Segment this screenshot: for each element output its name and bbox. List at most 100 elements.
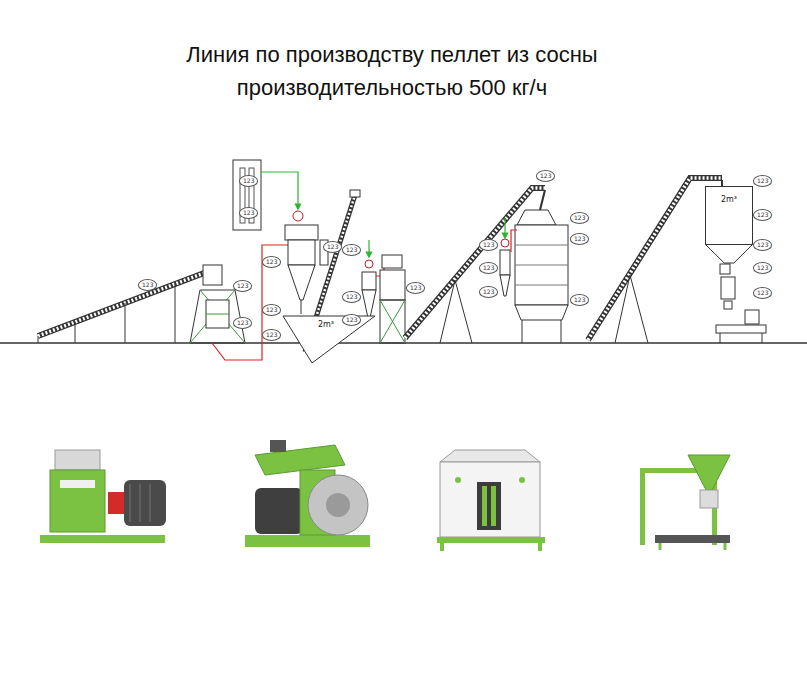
- feed-signal-line: [368, 240, 369, 255]
- cooler-body: [515, 225, 568, 305]
- elevator-hatch: [588, 178, 722, 340]
- callout-number: 123: [342, 291, 361, 303]
- callout-number: 123: [262, 329, 281, 341]
- feeder-motor: [270, 440, 286, 452]
- elevator-chute: [721, 180, 723, 187]
- machine-leg: [440, 543, 444, 551]
- machine-leg: [538, 543, 542, 551]
- control-cabinet: [233, 160, 261, 230]
- small-cyclone: [500, 250, 510, 275]
- callout-number: 123: [479, 286, 498, 298]
- sight-dot: [455, 477, 461, 483]
- silo-cylinder: [706, 187, 753, 245]
- hammer-mill-photo: [40, 450, 166, 543]
- storage-hopper: 2m³: [283, 312, 375, 364]
- frame-post: [640, 470, 645, 545]
- callout-number: 123: [570, 212, 589, 224]
- bag-conveyor: [716, 325, 766, 333]
- cooler-bottom: [515, 305, 568, 320]
- machine-base: [437, 537, 545, 543]
- mill-detail: [206, 314, 229, 315]
- silo-valve: [720, 264, 730, 274]
- belt-conveyor: [38, 270, 212, 343]
- motor-fin: [130, 484, 131, 522]
- cooler-line: [515, 245, 568, 246]
- cooler-line: [515, 265, 568, 266]
- bucket-elevator: [588, 178, 722, 343]
- mill-body: [380, 270, 405, 300]
- frame-brace: [190, 290, 235, 343]
- mill-tower: [380, 300, 405, 343]
- mill-inlet: [203, 265, 222, 285]
- sight-dot: [519, 477, 525, 483]
- motor-fin: [150, 484, 151, 522]
- callout-number: 123: [479, 262, 498, 274]
- support-leg: [455, 280, 472, 343]
- feed-signal-line: [261, 172, 298, 207]
- callout-number: 123: [753, 287, 772, 299]
- cooler-line: [515, 285, 568, 286]
- callout-number: 123: [233, 317, 252, 329]
- cooler-window: [477, 482, 501, 530]
- fan: [293, 211, 303, 221]
- cyclone-body: [288, 240, 315, 265]
- cooler-top: [440, 450, 540, 462]
- air-pipe: [212, 245, 290, 360]
- packing-scale: [716, 264, 766, 343]
- cooler-top: [517, 210, 556, 225]
- window-bar: [482, 486, 487, 526]
- mill-plate: [60, 480, 95, 488]
- conveyor-leg: [38, 336, 39, 343]
- conveyor-leg: [720, 333, 721, 343]
- cooler-body: [440, 462, 540, 537]
- cooler-leg: [522, 320, 523, 343]
- callout-number: 123: [233, 280, 252, 292]
- motor-fin: [140, 484, 141, 522]
- mill-body: [50, 470, 105, 532]
- conveyor-leg: [75, 322, 76, 343]
- conveyor-leg: [659, 543, 662, 550]
- small-cyclone-cone: [362, 290, 376, 318]
- support-leg: [630, 275, 648, 343]
- air-pipe: [511, 230, 517, 252]
- funnel-shape: [283, 316, 375, 363]
- screw-head: [350, 190, 360, 197]
- callout-number: 123: [262, 256, 281, 268]
- conveyor-leg: [724, 543, 727, 550]
- small-cyclone-cone: [500, 275, 510, 296]
- diagram-title: Линия по производству пеллет из сосны пр…: [142, 38, 642, 104]
- storage-silo: 2m³: [705, 186, 753, 264]
- volume-label: 2m³: [283, 321, 375, 329]
- callout-number: 123: [570, 294, 589, 306]
- cyclone-outlet: [301, 300, 302, 314]
- mill-inlet: [55, 450, 100, 470]
- coupling-guard: [108, 492, 124, 514]
- frame-brace: [380, 300, 405, 343]
- callout-number: 123: [570, 233, 589, 245]
- hammer-mill: [190, 265, 245, 343]
- elevator-chute: [540, 190, 545, 210]
- callout-number: 123: [479, 239, 498, 251]
- packing-machine-photo: [640, 455, 730, 550]
- fan: [365, 260, 373, 268]
- feed-signal-line: [504, 218, 505, 236]
- cyclone-top: [285, 225, 318, 240]
- support-leg: [615, 275, 630, 343]
- machine-base: [40, 535, 165, 543]
- ring-die-door: [308, 475, 368, 535]
- cabinet-body: [233, 160, 261, 230]
- callout-number: 123: [536, 170, 555, 182]
- mill-body: [206, 300, 229, 328]
- die-hub: [326, 493, 350, 517]
- window-bar: [491, 486, 496, 526]
- electric-motor: [124, 480, 166, 526]
- pellet-mill-photo: [245, 440, 370, 547]
- callout-number: 123: [262, 304, 281, 316]
- mill-hopper: [382, 255, 402, 268]
- bag-conveyor: [655, 535, 730, 543]
- weigher: [721, 277, 735, 299]
- cooler-leg: [561, 320, 562, 343]
- callout-number: 123: [342, 244, 361, 256]
- conveyor-leg: [762, 333, 763, 343]
